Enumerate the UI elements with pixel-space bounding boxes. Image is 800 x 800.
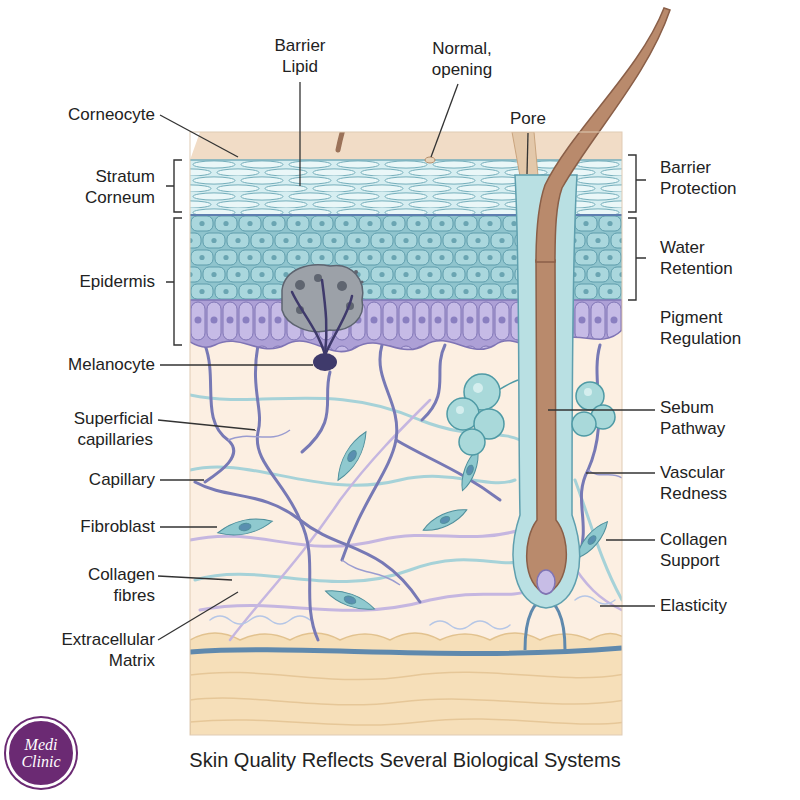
part-label: Fibroblast <box>20 516 155 537</box>
part-label: Capillary <box>20 469 155 490</box>
part-label: Vascular Redness <box>660 462 772 504</box>
part-label: Superficial capillaries <box>35 408 153 450</box>
part-label: Pigment Regulation <box>660 307 785 349</box>
part-label: Melanocyte <box>20 354 155 375</box>
part-label: Epidermis <box>20 271 155 292</box>
part-label: Normal, opening <box>412 38 512 80</box>
part-label: Corneocyte <box>20 104 155 125</box>
part-label: Collagen fibres <box>55 564 155 606</box>
part-label: Pore <box>500 108 556 129</box>
logo-badge: Medi Clinic <box>6 718 76 788</box>
diagram-title: Skin Quality Reflects Several Biological… <box>95 748 715 772</box>
part-label: Collagen Support <box>660 529 772 571</box>
part-label: Sebum Pathway <box>660 397 772 439</box>
part-label: Extracellular Matrix <box>30 629 155 671</box>
part-label: Barrier Lipid <box>258 35 342 77</box>
logo-text: Medi Clinic <box>17 736 65 770</box>
part-label: Water Retention <box>660 237 772 279</box>
part-label: Stratum Corneum <box>55 166 155 208</box>
part-label: Elasticity <box>660 595 780 616</box>
part-label: Barrier Protection <box>660 157 772 199</box>
